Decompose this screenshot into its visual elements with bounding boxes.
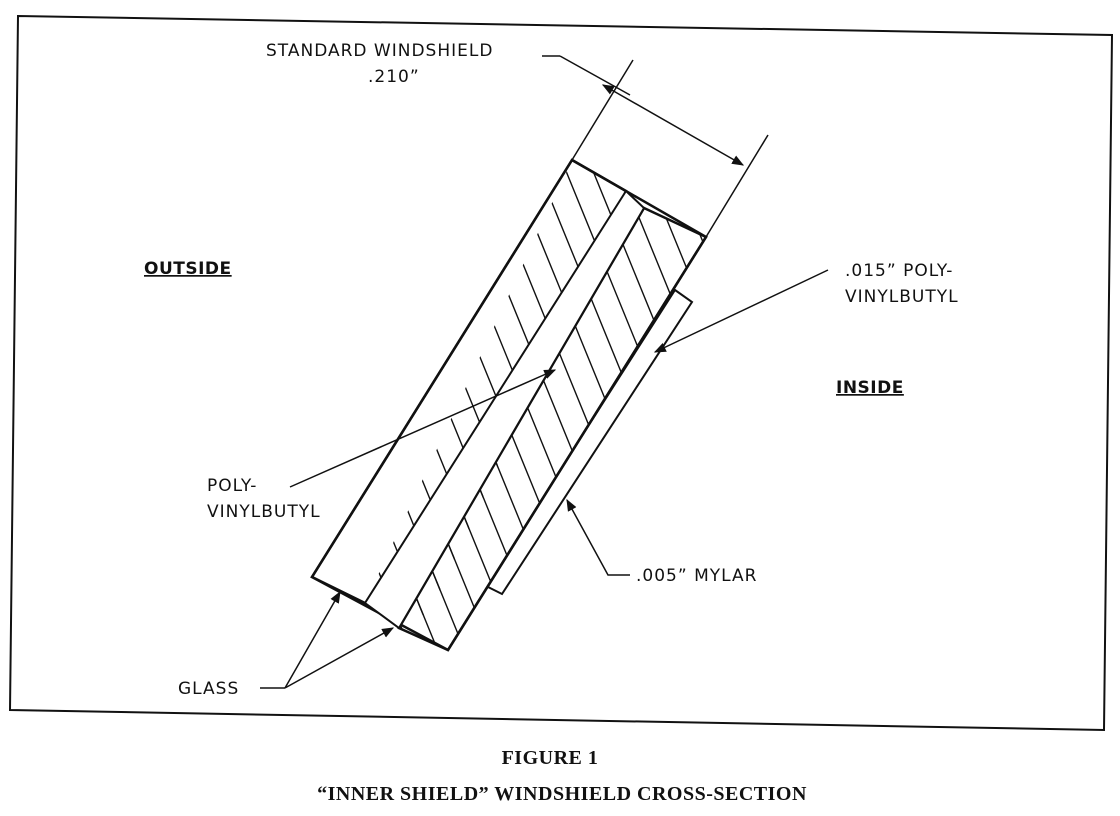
hatch-line [1077,100,1120,700]
hatch-line [671,208,706,650]
polyvinylbutyl-interlayer [363,189,646,630]
hatch-line [563,160,626,616]
hatch-line [51,100,296,700]
figure-number: FIGURE 1 [502,747,599,769]
thin-interlayer-label-2: VINYLBUTYL [845,287,959,307]
hatch-line [365,160,405,616]
hatch-line [726,100,971,700]
interlayer-leader [289,369,557,488]
thin-interlayer-leader [653,269,829,353]
hatch-line [861,100,1106,700]
hatch-line [0,100,134,700]
hatch-line [807,100,1052,700]
hatch-line [834,100,1079,700]
hatch-line [0,100,161,700]
hatch-line [888,100,1120,700]
hatch-line [698,208,706,650]
hatch-line [0,100,188,700]
hatch-line [617,160,626,616]
outside-label: OUTSIDE [144,259,232,279]
hatch-line [915,100,1120,700]
hatch-line [24,100,269,700]
hatch-line [78,100,323,700]
hatch-line [780,100,1025,700]
hatch-line [942,100,1120,700]
hatch-line [365,160,378,616]
hatch-line [645,100,890,700]
hatch-line [699,100,944,700]
hatch-line [807,100,1052,700]
hatch-line [399,208,459,650]
inside-label: INSIDE [836,378,904,398]
hatch-line [888,100,1120,700]
hatch-line [672,100,917,700]
hatch-line [1104,100,1120,700]
hatch-line [0,100,215,700]
hatch-line [969,100,1120,700]
hatch-line [51,100,296,700]
hatch-line [0,100,53,700]
interlayer-label: POLY- [207,476,257,496]
hatch-line [0,100,134,700]
interlayer-label-2: VINYLBUTYL [207,502,321,522]
mylar-leader [566,498,630,576]
hatch-line [0,100,242,700]
hatch-line [753,100,998,700]
figure-frame [8,14,1114,732]
hatch-line [132,100,377,700]
glass-leader-inner [284,627,395,689]
hatch-line [0,100,161,700]
hatch-line [78,100,323,700]
glass-leader-outer [284,590,341,689]
hatch-line [726,100,971,700]
mylar-label: .005” MYLAR [636,566,757,586]
hatch-line [834,100,1079,700]
hatch-line [753,100,998,700]
hatch-line [0,100,215,700]
dimension-label: STANDARD WINDSHIELD [266,41,493,61]
thin-interlayer-label: .015” POLY- [845,261,953,281]
hatch-line [915,100,1120,700]
hatch-line [399,208,405,650]
hatch-line [617,208,706,650]
hatch-line [105,100,350,700]
figure-title: “INNER SHIELD” WINDSHIELD CROSS-SECTION [317,783,807,805]
hatch-line [861,100,1106,700]
hatch-line [780,100,1025,700]
hatch-line [996,100,1120,700]
hatch-line [24,100,269,700]
hatch-line [1104,100,1120,700]
hatch-line [105,100,350,700]
thickness-dimension-arrow [601,84,745,166]
hatch-line [536,160,626,616]
hatch-line [942,100,1120,700]
hatch-line [0,100,188,700]
laminated-windshield [0,100,1120,700]
hatch-line [0,100,53,700]
hatch-line [0,100,242,700]
hatch-line [1077,100,1120,700]
hatch-line [399,208,486,650]
dimension-value: .210” [368,67,420,87]
hatch-line [969,100,1120,700]
hatch-line [399,208,513,650]
glass-label: GLASS [178,679,239,699]
hatch-line [996,100,1120,700]
hatch-line [644,208,706,650]
